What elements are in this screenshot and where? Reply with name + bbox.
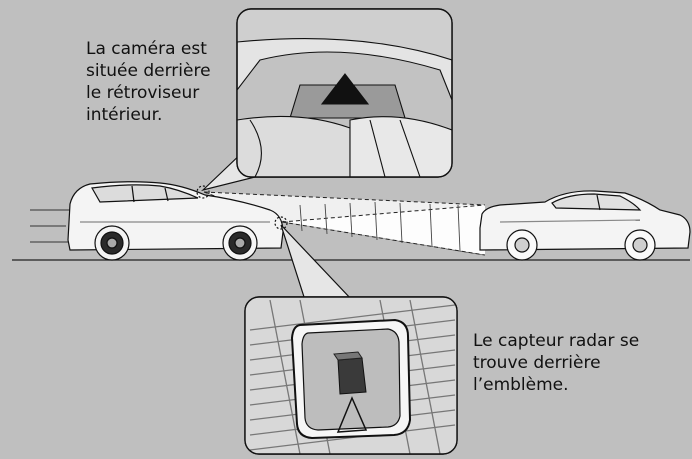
equipped-vehicle <box>67 181 284 261</box>
motion-lines <box>30 209 72 243</box>
radar-inset <box>244 296 458 455</box>
radar-callout-pointer <box>280 224 354 301</box>
camera-location-caption: La caméra est située derrière le rétrovi… <box>86 39 211 125</box>
radar-location-marker <box>274 216 288 230</box>
camera-location-marker <box>196 185 210 199</box>
radar-detection-cone <box>281 201 486 256</box>
radar-location-caption: Le capteur radar se trouve derrière l’em… <box>473 331 640 395</box>
camera-inset <box>236 8 453 178</box>
leading-vehicle <box>479 190 691 261</box>
